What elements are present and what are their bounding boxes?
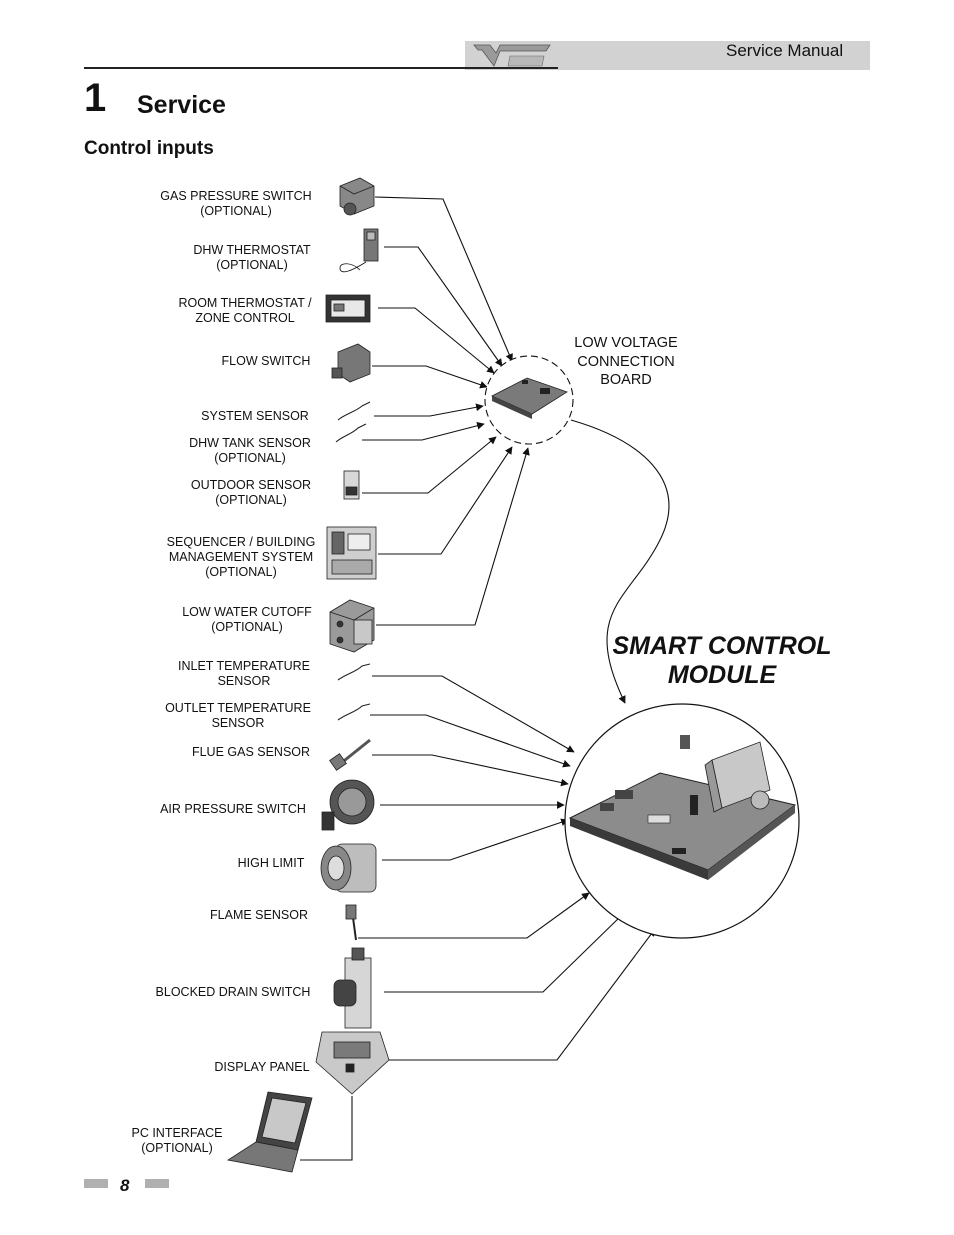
label-air-pressure-switch: AIR PRESSURE SWITCH [160, 802, 306, 816]
page-number: 8 [120, 1176, 130, 1195]
label-blocked-drain-switch: BLOCKED DRAIN SWITCH [155, 985, 311, 999]
label-flow-switch: FLOW SWITCH [221, 354, 311, 368]
pc-interface-icon [226, 1091, 313, 1173]
dhw-tank-sensor-icon [335, 423, 367, 443]
label-high-limit: HIGH LIMIT [237, 856, 305, 870]
low-voltage-board-label: LOW VOLTAGE CONNECTION BOARD [574, 335, 678, 388]
line-outdoor-sensor [362, 436, 497, 494]
line-low-water-cutoff [376, 447, 530, 626]
outlet-temp-sensor-icon [337, 703, 371, 721]
line-dhw-tank-sensor [362, 422, 485, 441]
line-gas-pressure-switch [374, 196, 513, 362]
line-board-to-module [570, 419, 670, 704]
footer-bar-right [145, 1179, 169, 1188]
display-panel-icon [315, 1031, 390, 1095]
line-display-panel [389, 928, 656, 1061]
line-dhw-thermostat [384, 246, 503, 367]
air-pressure-switch-icon [321, 779, 375, 831]
flame-sensor-icon [345, 904, 357, 941]
system-sensor-icon [337, 401, 371, 421]
smart-control-module-label: SMART CONTROL MODULE [612, 632, 832, 689]
label-system-sensor: SYSTEM SENSOR [201, 409, 309, 423]
flue-gas-sensor-icon [329, 738, 371, 771]
low-water-cutoff-icon [329, 599, 375, 653]
label-gas-pressure-switch: GAS PRESSURE SWITCH(OPTIONAL) [160, 189, 312, 218]
line-flow-switch [372, 365, 488, 389]
line-sequencer [378, 446, 513, 555]
outdoor-sensor-icon [343, 470, 360, 500]
high-limit-icon [320, 843, 377, 893]
flow-switch-icon [331, 343, 371, 383]
brand-logo [473, 44, 551, 67]
line-room-thermostat [378, 307, 495, 374]
subsection-title: Control inputs [84, 138, 214, 159]
line-flame-sensor [358, 892, 590, 939]
label-pc-interface: PC INTERFACE(OPTIONAL) [131, 1126, 223, 1155]
label-outdoor-sensor: OUTDOOR SENSOR(OPTIONAL) [190, 478, 312, 507]
line-flue-gas [372, 754, 569, 787]
manual-title: Service Manual [726, 41, 844, 60]
section-title: Service [137, 91, 226, 119]
dhw-thermostat-icon [339, 228, 379, 273]
line-outlet-temp [370, 714, 571, 768]
label-flame-sensor: FLAME SENSOR [210, 908, 308, 922]
room-thermostat-icon [325, 294, 371, 323]
label-low-water-cutoff: LOW WATER CUTOFF(OPTIONAL) [182, 605, 312, 634]
label-room-thermostat: ROOM THERMOSTAT /ZONE CONTROL [178, 296, 312, 325]
section-number: 1 [84, 76, 107, 120]
line-high-limit [382, 818, 569, 861]
inlet-temp-sensor-icon [337, 663, 371, 681]
line-inlet-temp [372, 675, 575, 753]
label-display-panel: DISPLAY PANEL [214, 1060, 310, 1074]
line-blocked-drain [384, 913, 624, 993]
line-system-sensor [374, 403, 484, 417]
sequencer-icon [326, 526, 377, 580]
line-pc-interface [300, 1096, 353, 1161]
smart-control-module-icon [568, 735, 797, 880]
footer-bar-left [84, 1179, 108, 1188]
low-voltage-board-icon [491, 377, 568, 419]
blocked-drain-switch-icon [333, 947, 372, 1029]
label-flue-gas-sensor: FLUE GAS SENSOR [191, 745, 311, 759]
gas-pressure-switch-icon [339, 177, 375, 216]
label-dhw-tank-sensor: DHW TANK SENSOR(OPTIONAL) [189, 436, 311, 465]
label-dhw-thermostat: DHW THERMOSTAT(OPTIONAL) [193, 243, 311, 272]
header-rule [84, 67, 558, 69]
